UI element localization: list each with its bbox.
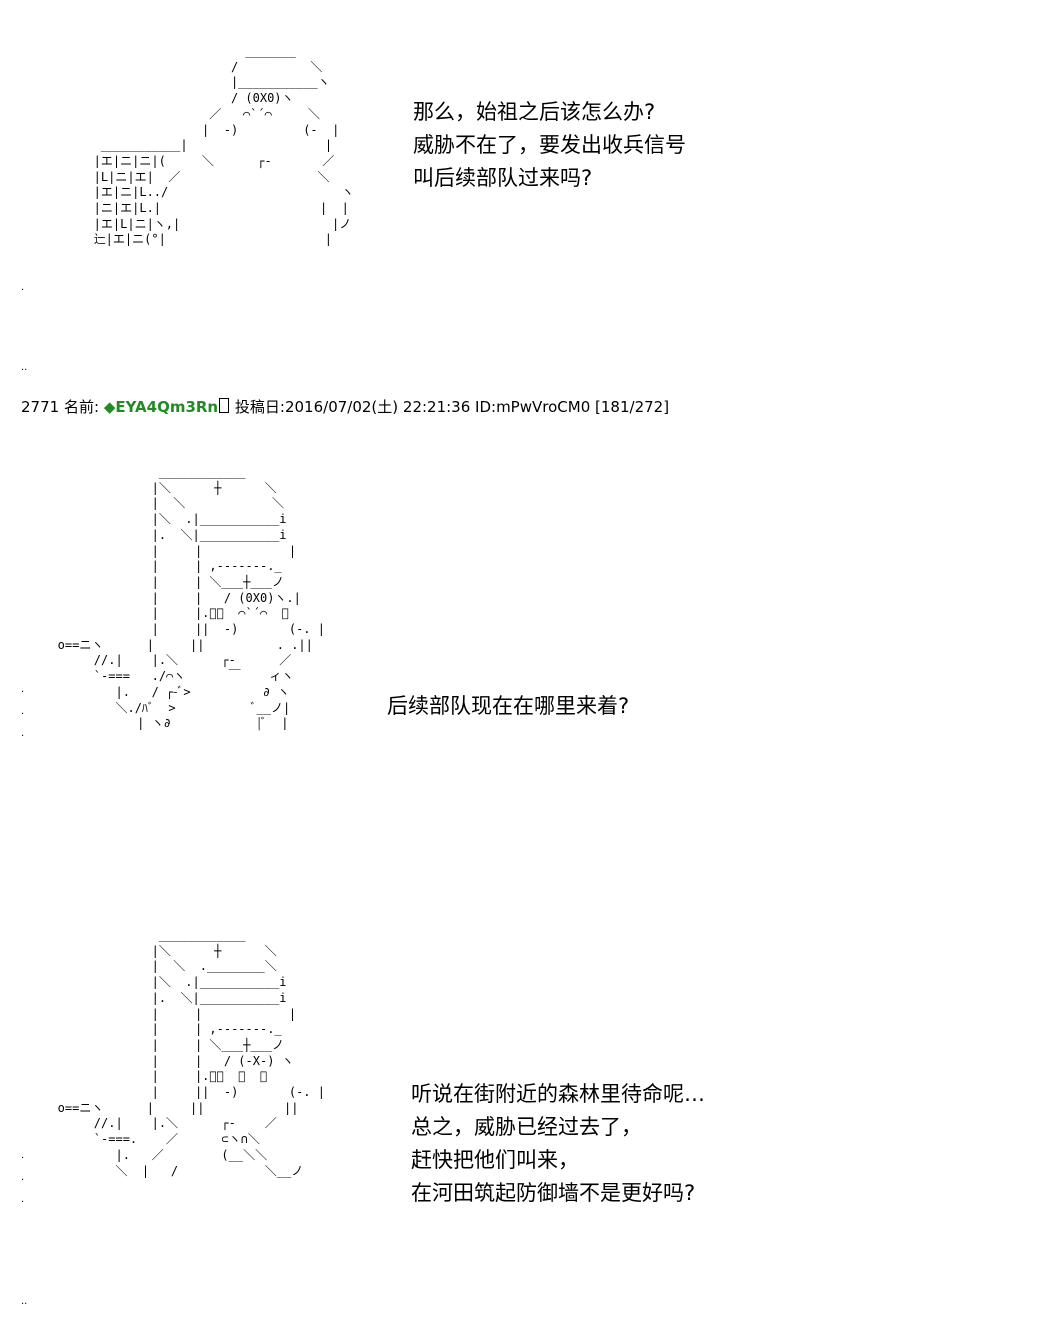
dialogue-panel-2: 后续部队现在在哪里来着? bbox=[387, 690, 629, 723]
dialogue-line: 赶快把他们叫来， bbox=[411, 1148, 579, 1172]
margin-dot: . bbox=[21, 706, 25, 717]
ascii-art-panel-3: ____________ |＼ ┼ ＼ | ＼ .________＼ |＼ .|… bbox=[57, 928, 325, 1178]
margin-dot: . bbox=[21, 1172, 25, 1183]
margin-dot: . bbox=[21, 282, 25, 293]
poster-trip: ◆EYA4Qm3Rn bbox=[103, 398, 219, 416]
margin-dot: . bbox=[21, 1150, 25, 1161]
post-count: [181/272] bbox=[595, 398, 670, 416]
dialogue-line: 听说在街附近的森林里待命呢… bbox=[411, 1082, 705, 1106]
dialogue-line: 威胁不在了，要发出收兵信号 bbox=[413, 133, 686, 157]
dialogue-line: 那么，始祖之后该怎么办? bbox=[413, 100, 656, 124]
dialogue-line: 总之，威胁已经过去了， bbox=[411, 1115, 642, 1139]
dialogue-line: 叫后续部队过来吗? bbox=[413, 166, 593, 190]
dialogue-line: 后续部队现在在哪里来着? bbox=[387, 694, 630, 718]
missing-glyph-icon bbox=[219, 398, 230, 413]
margin-dot: . bbox=[21, 684, 25, 695]
post-number: 2771 bbox=[21, 398, 60, 416]
name-label: 名前: bbox=[63, 398, 100, 416]
margin-dot: . bbox=[21, 1194, 25, 1205]
separator-dots: .. bbox=[21, 1296, 28, 1307]
separator-dots: .. bbox=[21, 362, 28, 373]
dialogue-panel-3: 听说在街附近的森林里待命呢… 总之，威胁已经过去了， 赶快把他们叫来， 在河田筑… bbox=[411, 1078, 705, 1210]
dialogue-panel-1: 那么，始祖之后该怎么办? 威胁不在了，要发出收兵信号 叫后续部队过来吗? bbox=[413, 96, 686, 195]
post-header: 2771 名前: ◆EYA4Qm3Rn 投稿日:2016/07/02(土) 22… bbox=[21, 396, 669, 417]
poster-id: ID:mPwVroCM0 bbox=[475, 398, 591, 416]
dialogue-line: 在河田筑起防御墙不是更好吗? bbox=[411, 1181, 696, 1205]
post-date: 2016/07/02(土) 22:21:36 bbox=[284, 398, 471, 416]
margin-dot: . bbox=[21, 728, 25, 739]
ascii-art-panel-2: ____________ |＼ ┼ ＼ | ＼ ＼ |＼ .|_________… bbox=[57, 465, 325, 731]
ascii-art-panel-1: _______ / ＼ |___________ヽ / (0X0)ヽ ／ ⌒`´… bbox=[93, 44, 354, 247]
date-label: 投稿日: bbox=[234, 398, 285, 416]
